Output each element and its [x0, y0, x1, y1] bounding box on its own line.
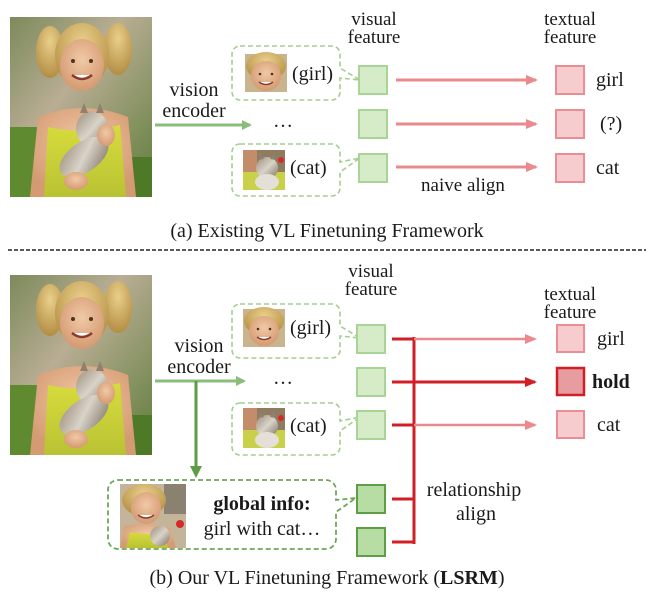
textual-feature-a-3: [555, 153, 585, 183]
relationship-align-label-line1: relationship: [427, 479, 521, 501]
textual-header-b-line2: feature: [544, 302, 597, 323]
ellipsis-a: …: [273, 110, 293, 132]
textual-feature-b-3: [556, 410, 585, 439]
textual-feature-b-2: [555, 366, 586, 397]
global-info-box: global info: girl with cat…: [107, 479, 360, 550]
textual-label-b-1: girl: [597, 328, 625, 350]
caption-b: (b) Our VL Finetuning Framework (LSRM): [150, 567, 505, 589]
panel-b: vision encoder (girl) … (cat) visual fea…: [8, 261, 630, 589]
global-info-title: global info:: [213, 493, 310, 515]
global-branch-arrowhead: [190, 466, 202, 478]
textual-header-a-line2: feature: [544, 27, 597, 48]
visual-header-a-line2: feature: [348, 27, 401, 48]
girl-face-thumbnail-b: [242, 306, 286, 348]
visual-feature-a-1: [358, 65, 388, 95]
region-label-girl-b: (girl): [290, 317, 331, 339]
caption-a: (a) Existing VL Finetuning Framework: [170, 220, 483, 242]
region-box-girl-a: (girl): [231, 45, 361, 101]
textual-label-a-1: girl: [596, 69, 624, 91]
encoder-label-b-line2: encoder: [167, 356, 231, 378]
visual-feature-a-3: [358, 153, 388, 183]
caption-b-prefix: (b) Our VL Finetuning Framework (: [150, 567, 441, 589]
visual-header-b-line2: feature: [345, 279, 398, 300]
region-label-cat-a: (cat): [290, 157, 327, 179]
textual-label-a-2: (?): [600, 113, 622, 135]
ellipsis-b: …: [273, 367, 293, 389]
textual-feature-a-2: [555, 109, 585, 139]
global-info-text: girl with cat…: [204, 518, 321, 540]
naive-align-label: naive align: [421, 175, 505, 196]
cat-thumbnail-b: [243, 408, 285, 448]
input-image-a: [8, 15, 154, 199]
visual-feature-a-2: [358, 109, 388, 139]
region-label-girl-a: (girl): [292, 63, 333, 85]
textual-feature-a-1: [555, 65, 585, 95]
textual-label-b-2: hold: [592, 371, 630, 393]
region-box-cat-a: (cat): [231, 143, 361, 197]
global-image-thumbnail: [119, 483, 187, 549]
visual-header-b-line1: visual: [348, 261, 393, 282]
caption-b-bold: LSRM: [440, 567, 498, 589]
textual-header-b-line1: textual: [544, 284, 596, 305]
encoder-label-b-line1: vision: [175, 335, 224, 357]
region-label-cat-b: (cat): [290, 415, 327, 437]
encoder-label-a-line1: vision: [170, 79, 219, 101]
caption-b-suffix: ): [498, 567, 505, 589]
global-feature-1: [356, 484, 386, 514]
textual-feature-b-1: [556, 324, 585, 353]
visual-feature-b-2: [356, 367, 386, 397]
region-box-girl-b: (girl): [231, 303, 361, 359]
visual-feature-b-1: [356, 324, 386, 354]
textual-label-a-3: cat: [596, 157, 620, 179]
visual-feature-b-3: [356, 410, 386, 440]
visual-header-a-line1: visual: [351, 9, 396, 30]
input-image-b: [8, 273, 154, 457]
panel-a: vision encoder (girl) … (cat) visual fea…: [8, 9, 624, 242]
encoder-label-a-line2: encoder: [162, 100, 226, 122]
textual-label-b-3: cat: [597, 414, 621, 436]
global-feature-2: [356, 527, 386, 557]
textual-header-a-line1: textual: [544, 9, 596, 30]
relationship-align-label-line2: align: [456, 503, 496, 525]
girl-face-thumbnail: [244, 51, 288, 93]
cat-thumbnail: [243, 150, 285, 190]
region-box-cat-b: (cat): [231, 402, 361, 456]
